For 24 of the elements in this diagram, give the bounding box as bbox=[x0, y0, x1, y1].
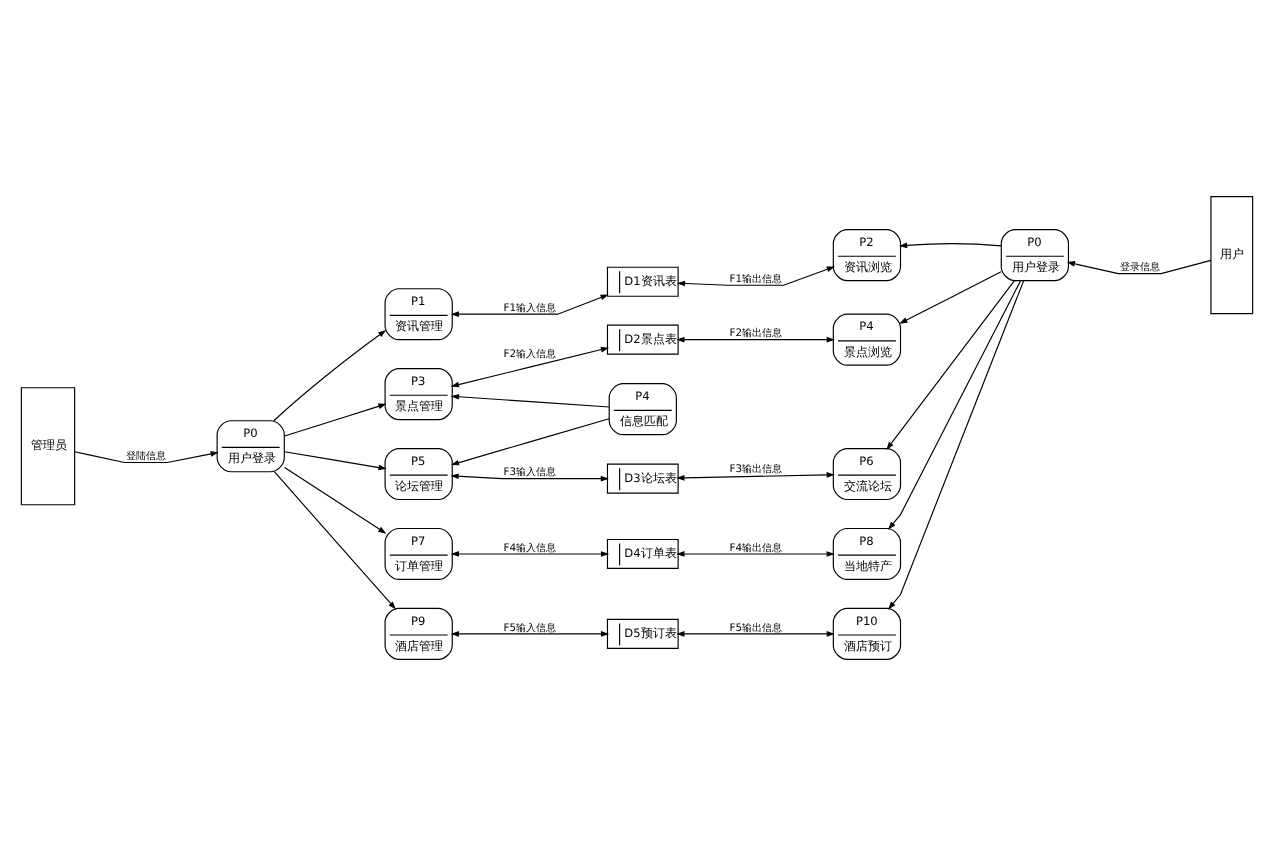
arrow bbox=[676, 631, 835, 637]
arrow bbox=[273, 471, 396, 610]
arrow bbox=[676, 551, 835, 557]
arrow bbox=[676, 266, 835, 287]
arrow bbox=[284, 466, 387, 534]
arrow bbox=[74, 451, 219, 464]
arrow bbox=[450, 346, 609, 388]
arrow bbox=[284, 403, 387, 437]
arrow bbox=[450, 473, 609, 482]
arrow bbox=[676, 472, 835, 481]
arrow bbox=[450, 418, 610, 466]
arrow bbox=[450, 393, 610, 408]
arrow bbox=[273, 330, 387, 422]
arrow bbox=[450, 631, 610, 637]
arrow bbox=[450, 294, 609, 318]
arrow bbox=[899, 242, 1002, 249]
arrow bbox=[676, 336, 835, 343]
arrow bbox=[888, 280, 1022, 530]
arrow bbox=[284, 451, 387, 471]
arrow bbox=[1066, 259, 1212, 275]
arrow bbox=[888, 280, 1025, 610]
arrow bbox=[899, 271, 1002, 324]
arrow bbox=[886, 280, 1015, 450]
arrow bbox=[450, 551, 610, 557]
